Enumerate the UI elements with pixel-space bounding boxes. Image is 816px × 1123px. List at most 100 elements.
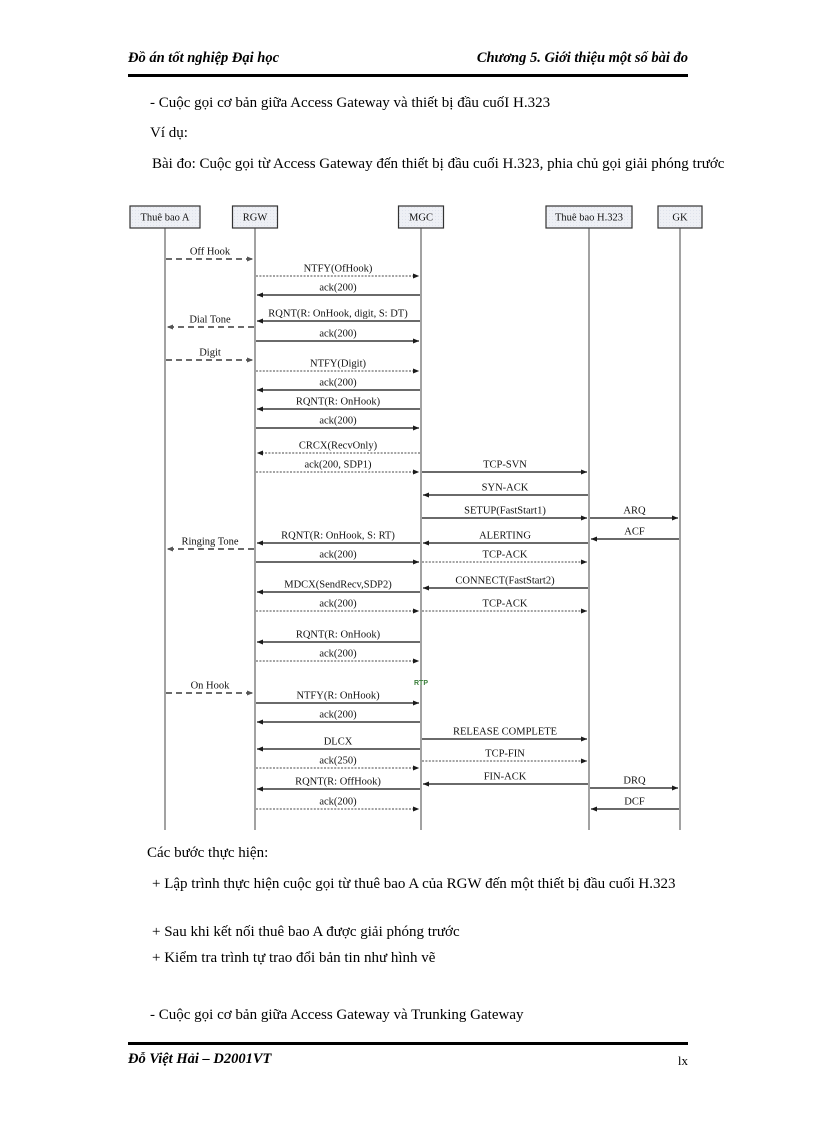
body-paragraph-2: + Lập trình thực hiện cuộc gọi từ thuê b… xyxy=(152,876,676,892)
message-1: NTFY(OfHook) xyxy=(256,264,420,279)
lifeline-label-sub_a: Thuê bao A xyxy=(141,213,190,224)
message-24: CONNECT(FastStart2) xyxy=(422,576,588,591)
message-label: DLCX xyxy=(324,737,353,748)
footer-page-number: lx xyxy=(677,1053,688,1068)
message-label: NTFY(Digit) xyxy=(310,359,367,370)
lifeline-label-mgc: MGC xyxy=(409,213,433,224)
body-line-6: - Cuộc gọi cơ bản giữa Access Gateway và… xyxy=(150,1007,524,1023)
running-header: Đồ án tốt nghiệp Đại học Chương 5. Giới … xyxy=(128,50,688,76)
message-label: ACF xyxy=(624,527,645,538)
running-footer: Đỗ Việt Hải – D2001VT lx xyxy=(128,1051,688,1075)
header-right-text: Chương 5. Giới thiệu một số bài đo xyxy=(476,50,688,66)
message-23: MDCX(SendRecv,SDP2) xyxy=(256,580,420,595)
message-19: RQNT(R: OnHook, S: RT) xyxy=(256,531,420,546)
message-label: NTFY(R: OnHook) xyxy=(296,691,380,702)
message-18: ALERTING xyxy=(422,531,588,546)
message-label: TCP-ACK xyxy=(483,550,528,561)
message-label: ack(200) xyxy=(319,599,357,610)
body-line-3: Các bước thực hiện: xyxy=(147,845,269,861)
message-17: ACF xyxy=(590,527,679,542)
message-label: ack(200) xyxy=(319,378,357,389)
message-29: On Hook xyxy=(166,681,254,696)
message-label: FIN-ACK xyxy=(484,772,527,783)
message-5: ack(200) xyxy=(256,329,420,344)
sequence-diagram-canvas: Thuê bao A RGW MGC Thuê bao H.323 GK Off Hoo… xyxy=(129,205,703,830)
header-rule xyxy=(128,74,688,77)
message-10: ack(200) xyxy=(256,416,420,431)
message-label: TCP-SVN xyxy=(483,460,527,471)
message-label: RQNT(R: OffHook) xyxy=(295,777,381,788)
message-label: ARQ xyxy=(623,506,646,517)
message-label: ack(200) xyxy=(319,283,357,294)
message-label: DRQ xyxy=(623,776,646,787)
message-32: DLCX xyxy=(256,737,420,752)
body-paragraph-1: Bài đo: Cuộc gọi từ Access Gateway đến t… xyxy=(152,156,725,172)
message-label: On Hook xyxy=(191,681,231,692)
lifeline-label-rgw: RGW xyxy=(243,213,268,224)
sequence-diagram: Thuê bao A RGW MGC Thuê bao H.323 GK Off Hoo… xyxy=(120,198,720,838)
message-11: CRCX(RecvOnly) xyxy=(256,441,420,456)
message-27: RQNT(R: OnHook) xyxy=(256,630,420,645)
message-20: Ringing Tone xyxy=(166,537,254,552)
message-37: FIN-ACK xyxy=(422,772,588,787)
body-line-4: + Sau khi kết nối thuê bao A được giải p… xyxy=(152,924,460,940)
message-15: SETUP(FastStart1) xyxy=(422,506,588,521)
message-label: ack(200) xyxy=(319,329,357,340)
message-label: Off Hook xyxy=(190,247,231,258)
message-8: ack(200) xyxy=(256,378,420,393)
message-9: RQNT(R: OnHook) xyxy=(256,397,420,412)
message-label: RQNT(R: OnHook) xyxy=(296,397,381,408)
message-2: ack(200) xyxy=(256,283,420,298)
message-35: TCP-FIN xyxy=(422,749,588,764)
message-14: SYN-ACK xyxy=(422,483,588,498)
message-label: ack(200) xyxy=(319,797,357,808)
message-label: TCP-FIN xyxy=(485,749,525,760)
message-label: Dial Tone xyxy=(189,315,231,326)
message-label: ack(200) xyxy=(319,416,357,427)
header-left-text: Đồ án tốt nghiệp Đại học xyxy=(128,50,280,66)
body-line-2: Ví dụ: xyxy=(150,125,188,141)
message-label: CONNECT(FastStart2) xyxy=(455,576,555,587)
message-7: NTFY(Digit) xyxy=(256,359,420,374)
message-label: RQNT(R: OnHook, S: RT) xyxy=(281,531,395,542)
message-label: DCF xyxy=(624,797,645,808)
message-25: ack(200) xyxy=(256,599,420,614)
message-3: RQNT(R: OnHook, digit, S: DT) xyxy=(256,309,420,324)
message-13: TCP-SVN xyxy=(422,460,588,475)
message-label: Ringing Tone xyxy=(181,537,238,548)
rtp-label: RTP xyxy=(414,680,428,687)
message-0: Off Hook xyxy=(166,247,254,262)
message-33: RELEASE COMPLETE xyxy=(422,727,588,742)
lifeline-label-gk: GK xyxy=(672,213,688,224)
message-38: DRQ xyxy=(590,776,679,791)
message-21: TCP-ACK xyxy=(422,550,588,565)
message-label: CRCX(RecvOnly) xyxy=(299,441,378,452)
message-label: ack(250) xyxy=(319,756,357,767)
message-label: ack(200) xyxy=(319,550,357,561)
lifeline-label-h323: Thuê bao H.323 xyxy=(555,213,623,224)
message-label: SETUP(FastStart1) xyxy=(464,506,546,517)
message-36: RQNT(R: OffHook) xyxy=(256,777,420,792)
footer-rule xyxy=(128,1042,688,1045)
message-label: NTFY(OfHook) xyxy=(304,264,373,275)
message-26: TCP-ACK xyxy=(422,599,588,614)
message-30: NTFY(R: OnHook) xyxy=(256,691,420,706)
message-label: Digit xyxy=(199,348,221,359)
message-label: SYN-ACK xyxy=(482,483,529,494)
message-6: Digit xyxy=(166,348,254,363)
message-4: Dial Tone xyxy=(166,315,254,330)
message-34: ack(250) xyxy=(256,756,420,771)
message-31: ack(200) xyxy=(256,710,420,725)
message-label: RELEASE COMPLETE xyxy=(453,727,557,738)
rtp-annotation-group: RTP xyxy=(414,680,428,687)
body-line-5: + Kiểm tra trình tự trao đổi bản tin như… xyxy=(152,950,436,966)
footer-author-text: Đỗ Việt Hải – D2001VT xyxy=(128,1051,272,1067)
message-40: ack(200) xyxy=(256,797,420,812)
lifelines-group: Thuê bao A RGW MGC Thuê bao H.323 GK xyxy=(129,205,703,830)
message-label: ALERTING xyxy=(479,531,531,542)
message-label: ack(200) xyxy=(319,710,357,721)
message-label: ack(200, SDP1) xyxy=(304,460,372,471)
message-label: ack(200) xyxy=(319,649,357,660)
